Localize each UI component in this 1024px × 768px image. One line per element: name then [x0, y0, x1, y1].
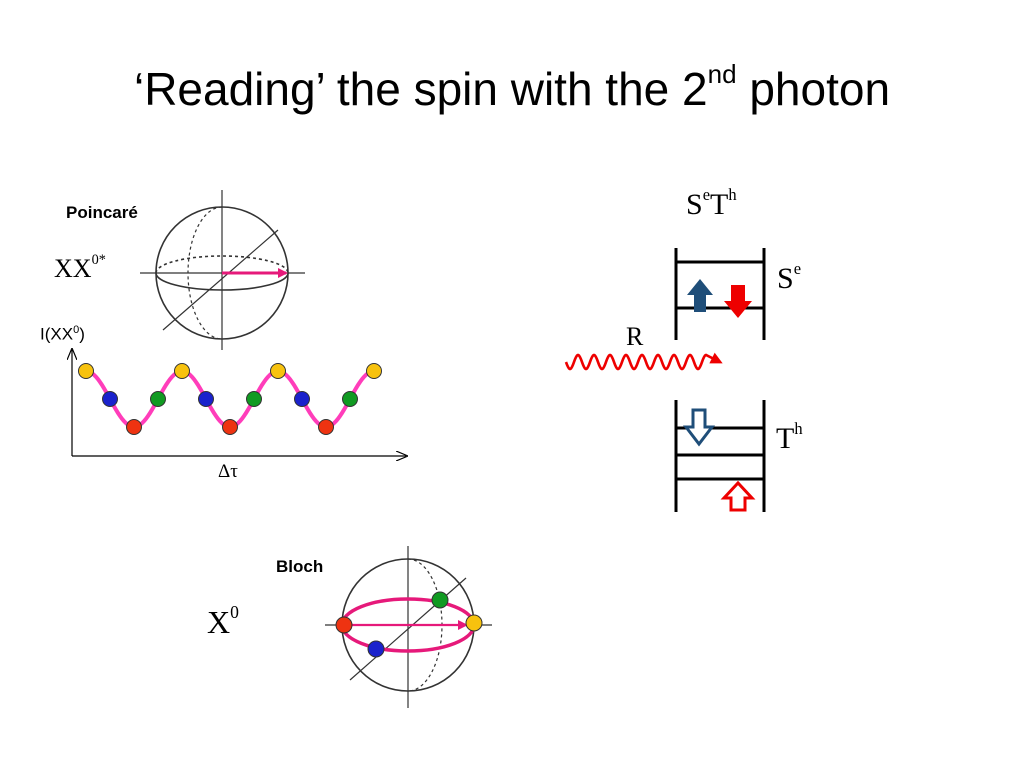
- bloch-dot-blue: [367, 640, 385, 658]
- bloch-state-label: X0: [207, 601, 239, 640]
- wave-marker-blue: [102, 391, 118, 407]
- se-level-ladder: [674, 248, 766, 340]
- electron-spin-up-arrow: [687, 279, 713, 312]
- bloch-dot-yellow: [465, 614, 483, 632]
- wave-marker-red: [222, 419, 238, 435]
- th-label: Th: [776, 418, 803, 455]
- wave-marker-green: [246, 391, 262, 407]
- th-level-ladder: [674, 400, 766, 512]
- wave-marker-green: [342, 391, 358, 407]
- photon-label: R: [626, 322, 644, 351]
- bloch-sphere: [325, 546, 492, 708]
- poincare-sphere: [140, 190, 305, 350]
- wave-marker-yellow: [78, 363, 94, 379]
- wave-marker-green: [150, 391, 166, 407]
- intensity-plot: [72, 350, 406, 456]
- intensity-wave: [85, 368, 370, 430]
- y-axis-label: I(XX0): [40, 324, 85, 344]
- wave-marker-blue: [294, 391, 310, 407]
- se-label: Se: [777, 258, 802, 295]
- wave-marker-yellow: [270, 363, 286, 379]
- hole-spin-down-arrow: [682, 408, 716, 447]
- x-axis-label: Δτ: [218, 461, 238, 482]
- photon-wave-arrow: [564, 352, 723, 371]
- bloch-label: Bloch: [276, 557, 324, 576]
- wave-marker-blue: [198, 391, 214, 407]
- electron-spin-down-arrow: [724, 285, 752, 318]
- wave-marker-yellow: [366, 363, 382, 379]
- hole-spin-up-arrow: [720, 480, 756, 512]
- wave-marker-red: [126, 419, 142, 435]
- seth-label: SeTh: [686, 184, 737, 221]
- poincare-label: Poincaré: [66, 203, 138, 222]
- wave-marker-yellow: [174, 363, 190, 379]
- bloch-dot-green: [431, 591, 449, 609]
- slide-title: ‘Reading’ the spin with the 2nd photon: [133, 58, 891, 115]
- wave-marker-red: [318, 419, 334, 435]
- poincare-state-label: XX0*: [54, 252, 106, 283]
- bloch-dot-red: [335, 616, 353, 634]
